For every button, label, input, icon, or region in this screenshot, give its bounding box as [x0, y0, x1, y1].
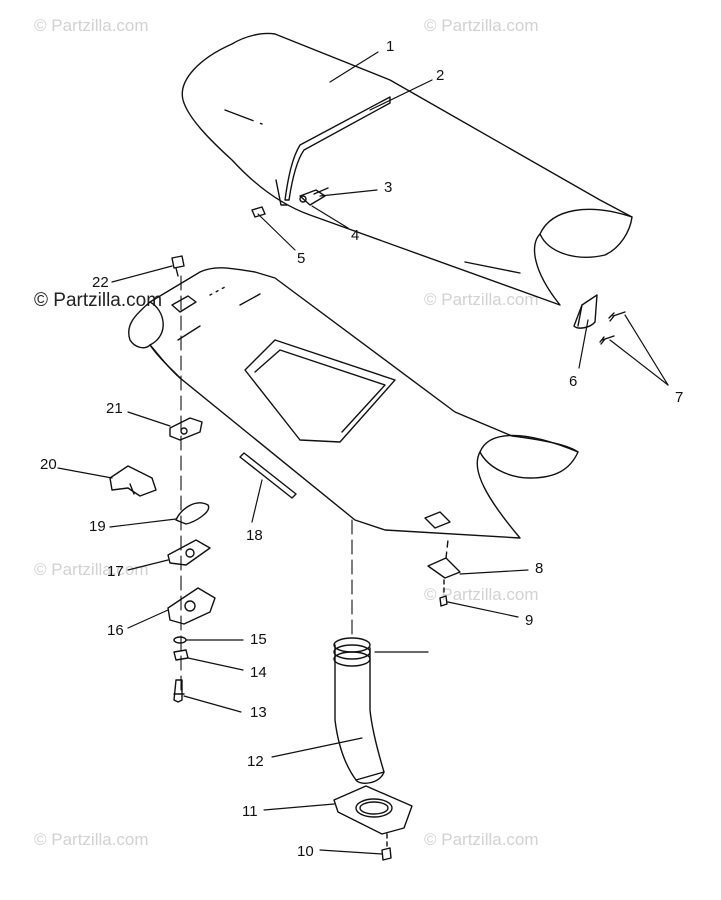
- bracket-part-8: [427, 539, 461, 579]
- callout-19: 19: [89, 518, 106, 535]
- callout-3: 3: [384, 179, 392, 196]
- watermark: © Partzilla.com: [34, 16, 149, 35]
- rod-part-18: [239, 452, 297, 499]
- watermark: © Partzilla.com: [424, 290, 539, 309]
- fastener-part-9: [439, 579, 448, 607]
- callout-17: 17: [107, 563, 124, 580]
- fastener-part-10: [381, 833, 392, 861]
- callout-7: 7: [675, 389, 683, 406]
- callout-13: 13: [250, 704, 267, 721]
- callout-16: 16: [107, 622, 124, 639]
- callout-14: 14: [250, 664, 267, 681]
- seat-base: [128, 267, 579, 539]
- leader-lines: [57, 51, 669, 855]
- callout-9: 9: [525, 612, 533, 629]
- screws-part-7: [599, 311, 626, 345]
- callout-1: 1: [386, 38, 394, 55]
- callout-18: 18: [246, 527, 263, 544]
- watermark: © Partzilla.com: [34, 290, 163, 311]
- callout-6: 6: [569, 373, 577, 390]
- seat-part-1: [181, 32, 633, 306]
- rear-bracket-part-6: [573, 294, 598, 329]
- callout-4: 4: [351, 227, 359, 244]
- callout-10: 10: [297, 843, 314, 860]
- callout-12: 12: [247, 753, 264, 770]
- callout-15: 15: [250, 631, 267, 648]
- watermark: © Partzilla.com: [34, 560, 149, 579]
- callout-5: 5: [297, 250, 305, 267]
- callout-21: 21: [106, 400, 123, 417]
- callout-8: 8: [535, 560, 543, 577]
- watermark: © Partzilla.com: [34, 830, 149, 849]
- watermark: © Partzilla.com: [424, 830, 539, 849]
- callout-labels: 1 2 3 4 5 6 7 8 9 10 11 12 13 14 15 16 1…: [40, 38, 683, 860]
- callout-22: 22: [92, 274, 109, 291]
- watermark: © Partzilla.com: [424, 16, 539, 35]
- flange-part-11: [333, 785, 413, 835]
- callout-11: 11: [242, 803, 258, 820]
- callout-2: 2: [436, 67, 444, 84]
- callout-20: 20: [40, 456, 57, 473]
- strap-part-2: [275, 96, 391, 206]
- watermark: © Partzilla.com: [424, 585, 539, 604]
- tube-part-12: [333, 519, 385, 784]
